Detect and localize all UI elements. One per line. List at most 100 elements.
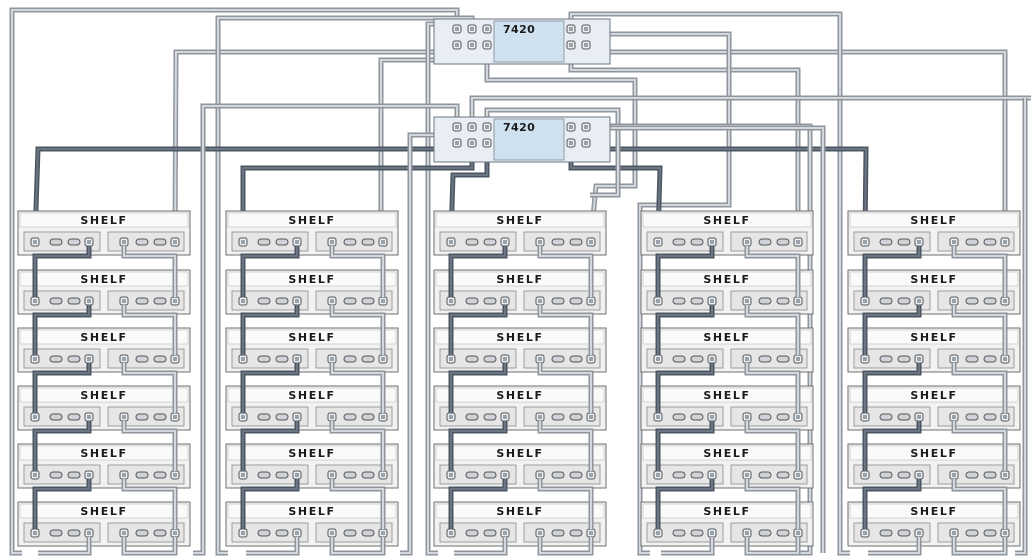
drive-indicator-icon (483, 529, 497, 537)
shelf-unit: SHELF (640, 210, 814, 256)
drive-indicator-icon (135, 413, 149, 421)
drive-indicator-icon (879, 238, 893, 246)
drive-indicator-icon (569, 355, 583, 363)
drive-indicator-icon (690, 238, 704, 246)
chain-cable-right (744, 246, 801, 297)
chain-cable-right (537, 246, 594, 297)
drive-indicator-icon (672, 413, 686, 421)
drive-indicator-icon (776, 471, 790, 479)
sas-port-icon (327, 412, 337, 422)
sas-port-icon (292, 296, 302, 306)
chain-cable-left (448, 421, 508, 471)
sas-port-icon (327, 237, 337, 247)
sas-port-icon (707, 296, 717, 306)
shelf-header (849, 503, 1019, 519)
shelf-unit: SHELF (17, 269, 191, 315)
hba-port-icon (581, 138, 591, 148)
drive-indicator-icon (569, 471, 583, 479)
chain-cable-left (862, 479, 922, 529)
sas-port-icon (170, 412, 180, 422)
chain-cable-right (744, 363, 801, 413)
sas-port-icon (119, 237, 129, 247)
sas-port-icon (84, 412, 94, 422)
sas-port-icon (914, 412, 924, 422)
sas-port-icon (653, 354, 663, 364)
sas-port-icon (914, 470, 924, 480)
shelf-unit: SHELF (17, 327, 191, 373)
drive-indicator-icon (776, 297, 790, 305)
drive-indicator-icon (135, 238, 149, 246)
shelf-unit: SHELF (847, 210, 1021, 256)
shelf-header (642, 212, 812, 228)
drive-indicator-icon (758, 413, 772, 421)
shelf-header (849, 329, 1019, 345)
drive-indicator-icon (690, 355, 704, 363)
sas-port-icon (586, 470, 596, 480)
sas-port-icon (860, 237, 870, 247)
drive-indicator-icon (361, 238, 375, 246)
shelf-header (849, 271, 1019, 287)
sas-port-icon (119, 296, 129, 306)
sas-port-icon (707, 470, 717, 480)
shelf-unit: SHELF (225, 327, 399, 373)
drive-indicator-icon (275, 529, 289, 537)
controller-7420: 7420 (433, 116, 611, 163)
shelf-header (435, 329, 605, 345)
drive-indicator-icon (465, 238, 479, 246)
shelf-label: SHELF (703, 331, 750, 344)
sas-port-icon (500, 470, 510, 480)
sas-port-icon (742, 470, 752, 480)
shelf-label: SHELF (288, 447, 335, 460)
sas-port-icon (292, 412, 302, 422)
sas-port-icon (292, 470, 302, 480)
shelf-label: SHELF (80, 214, 127, 227)
shelf-unit: SHELF (17, 385, 191, 431)
sas-port-icon (535, 237, 545, 247)
drive-indicator-icon (551, 355, 565, 363)
sas-port-icon (1000, 354, 1010, 364)
shelf-header (435, 445, 605, 461)
sas-port-icon (446, 470, 456, 480)
chain-cable-right (744, 305, 801, 355)
hba-port-icon (566, 122, 576, 132)
shelf-label: SHELF (910, 447, 957, 460)
chain-cable-right (744, 479, 801, 529)
shelf-label: SHELF (496, 331, 543, 344)
cable-layer-front (32, 246, 1008, 556)
sas-port-icon (378, 354, 388, 364)
chain-cable-right (329, 305, 386, 355)
sas-port-icon (378, 412, 388, 422)
controller-panel (493, 20, 565, 63)
drive-indicator-icon (465, 413, 479, 421)
shelf-label: SHELF (288, 331, 335, 344)
drive-indicator-icon (135, 355, 149, 363)
sas-port-icon (446, 412, 456, 422)
shelf-unit: SHELF (17, 443, 191, 489)
shelf-header (19, 271, 189, 287)
chain-cable-right (951, 363, 1008, 413)
chain-cable-right (537, 479, 594, 529)
chain-cable-right (329, 246, 386, 297)
shelf-label: SHELF (496, 505, 543, 518)
chain-cable-left (655, 305, 715, 355)
drive-indicator-icon (672, 297, 686, 305)
sas-port-icon (914, 296, 924, 306)
drive-indicator-icon (983, 297, 997, 305)
shelf-unit: SHELF (433, 269, 607, 315)
drive-indicator-icon (257, 238, 271, 246)
drive-indicator-icon (49, 471, 63, 479)
sas-port-icon (914, 354, 924, 364)
drive-indicator-icon (275, 355, 289, 363)
hba-port-icon (482, 40, 492, 50)
shelf-unit: SHELF (17, 210, 191, 256)
hba-port-icon (467, 138, 477, 148)
shelf-label: SHELF (703, 505, 750, 518)
shelf-unit: SHELF (433, 210, 607, 256)
hba-port-icon (581, 40, 591, 50)
shelf-header (227, 271, 397, 287)
drive-indicator-icon (569, 413, 583, 421)
sas-port-icon (119, 470, 129, 480)
shelf-unit: SHELF (17, 501, 191, 547)
chain-cable-left (240, 246, 300, 297)
